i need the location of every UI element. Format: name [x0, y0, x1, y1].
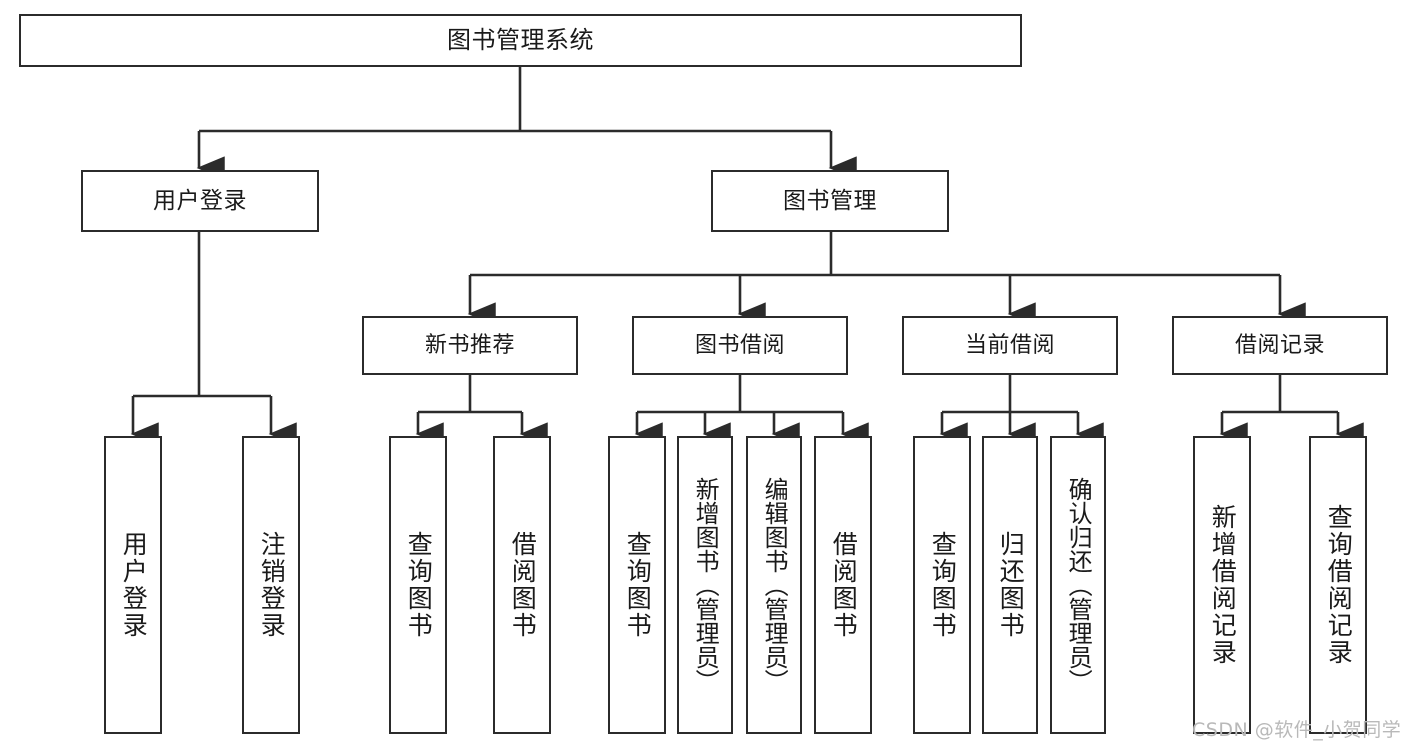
leaf-logout[interactable]: 注销登录: [242, 436, 300, 734]
node-label: 用户登录: [153, 187, 247, 214]
node-label: 借阅记录: [1234, 332, 1325, 358]
node-label: 用户登录: [119, 531, 149, 639]
leaf-borrow-books-recommendation[interactable]: 借阅图书: [493, 436, 551, 734]
node-label: 查询借阅记录: [1324, 504, 1354, 666]
node-label: 新增图书（管理员）: [691, 477, 720, 693]
leaf-query-books-current[interactable]: 查询图书: [913, 436, 971, 734]
node-label: 图书借阅: [694, 332, 785, 358]
node-label: 查询图书: [928, 531, 958, 639]
leaf-query-books-recommendation[interactable]: 查询图书: [389, 436, 447, 734]
node-label: 图书管理: [783, 187, 877, 214]
node-book-management[interactable]: 图书管理: [711, 170, 949, 232]
node-label: 图书管理系统: [447, 25, 594, 54]
node-label: 归还图书: [996, 531, 1026, 639]
node-label: 查询图书: [404, 531, 434, 639]
node-label: 新增借阅记录: [1208, 504, 1238, 666]
leaf-add-book-admin[interactable]: 新增图书（管理员）: [677, 436, 733, 734]
leaf-borrow-books-borrowing[interactable]: 借阅图书: [814, 436, 872, 734]
node-current-borrowing[interactable]: 当前借阅: [902, 316, 1118, 375]
leaf-query-borrow-record[interactable]: 查询借阅记录: [1309, 436, 1367, 734]
node-label: 借阅图书: [829, 531, 859, 639]
leaf-query-books-borrowing[interactable]: 查询图书: [608, 436, 666, 734]
node-label: 当前借阅: [964, 332, 1055, 358]
node-book-borrowing[interactable]: 图书借阅: [632, 316, 848, 375]
node-label: 查询图书: [623, 531, 653, 639]
node-label: 编辑图书（管理员）: [760, 477, 789, 693]
leaf-confirm-return-admin[interactable]: 确认归还（管理员）: [1050, 436, 1106, 734]
csdn-watermark: CSDN @软件_小贺同学: [1192, 719, 1402, 741]
leaf-user-login[interactable]: 用户登录: [104, 436, 162, 734]
node-label: 确认归还（管理员）: [1064, 477, 1093, 693]
leaf-return-books[interactable]: 归还图书: [982, 436, 1038, 734]
leaf-add-borrow-record[interactable]: 新增借阅记录: [1193, 436, 1251, 734]
node-borrowing-records[interactable]: 借阅记录: [1172, 316, 1388, 375]
node-user-login[interactable]: 用户登录: [81, 170, 319, 232]
node-label: 借阅图书: [508, 531, 538, 639]
leaf-edit-book-admin[interactable]: 编辑图书（管理员）: [746, 436, 802, 734]
node-root-book-management-system[interactable]: 图书管理系统: [19, 14, 1022, 67]
node-label: 注销登录: [257, 531, 287, 639]
node-label: 新书推荐: [424, 332, 515, 358]
node-new-book-recommendation[interactable]: 新书推荐: [362, 316, 578, 375]
